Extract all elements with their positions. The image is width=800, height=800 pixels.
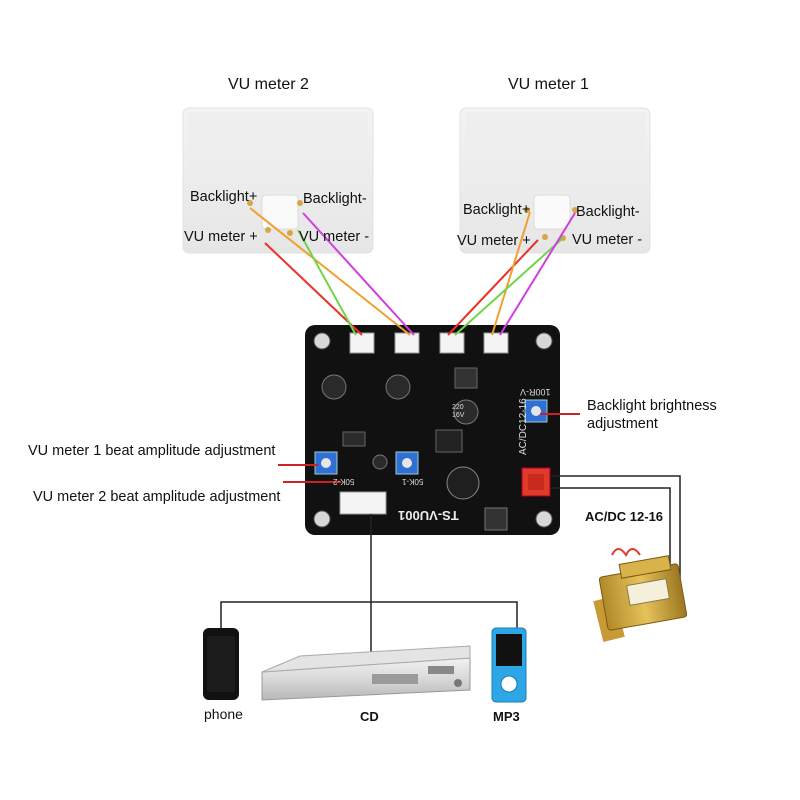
- wires-meter-2: [249, 207, 415, 336]
- vu-meter-1: [459, 107, 651, 254]
- vu-meter-2: [182, 107, 374, 254]
- cd-player-icon: [261, 645, 471, 701]
- power-input-label: AC/DC 12-16: [585, 509, 664, 524]
- audio-wiring: [220, 514, 518, 656]
- power-wires: [550, 475, 681, 578]
- leader-lines: [278, 413, 580, 483]
- meter2-vu-pos-label: VU meter +: [184, 229, 258, 245]
- phone-icon: [203, 628, 239, 700]
- transformer-icon: [593, 548, 688, 643]
- board-pot1-silk: 50K-1: [402, 477, 424, 486]
- backlight-brightness-label: Backlight brightness adjustment: [587, 398, 717, 432]
- meter1-backlight-neg-label: Backlight-: [576, 204, 640, 220]
- meter2-backlight-neg-label: Backlight-: [303, 191, 367, 207]
- vu-meter-1-title: VU meter 1: [508, 76, 589, 93]
- mp3-player-icon: [491, 627, 527, 703]
- wires-meter-1: [447, 211, 576, 336]
- cd-label: CD: [360, 709, 379, 724]
- mp3-label: MP3: [493, 709, 520, 724]
- meter1-beat-adjust-label: VU meter 1 beat amplitude adjustment: [28, 443, 276, 459]
- meter1-backlight-pos-label: Backlight+: [463, 202, 531, 218]
- meter1-vu-neg-label: VU meter -: [572, 232, 643, 248]
- control-board: [305, 325, 560, 535]
- phone-label: phone: [204, 706, 243, 722]
- vu-meter-2-title: VU meter 2: [228, 76, 309, 93]
- meter1-vu-pos-label: VU meter +: [457, 233, 531, 249]
- board-pot2-silk: 50K-2: [333, 477, 355, 486]
- meter2-backlight-pos-label: Backlight+: [190, 189, 258, 205]
- board-pot-silk: 100R-V: [520, 387, 551, 397]
- meter2-vu-neg-label: VU meter -: [299, 229, 370, 245]
- board-power-silk: AC/DC12-16: [518, 398, 529, 455]
- board-model-silk: TS-VU001: [398, 508, 459, 523]
- board-cap-silk: 220 16V: [452, 404, 465, 419]
- meter2-beat-adjust-label: VU meter 2 beat amplitude adjustment: [33, 489, 281, 505]
